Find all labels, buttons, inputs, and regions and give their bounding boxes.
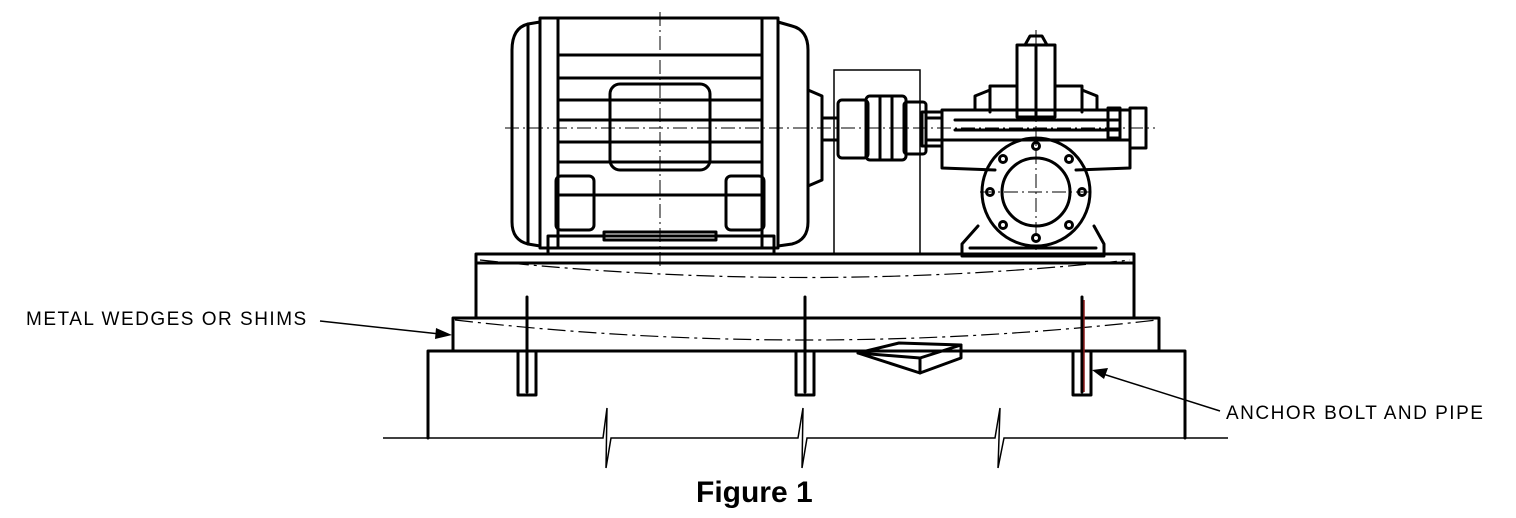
flange-bolts <box>985 141 1087 243</box>
coupling-guard <box>833 69 921 255</box>
metal-wedge <box>856 341 963 375</box>
anchor-bolt-center <box>794 295 816 397</box>
anchor-bolt-label: ANCHOR BOLT AND PIPE <box>1226 403 1485 424</box>
electric-motor <box>510 16 840 256</box>
anchor-bolt-left <box>516 295 538 397</box>
split-case-pump <box>920 34 1148 258</box>
anchor-bolt-right <box>1071 295 1093 397</box>
leader-shims <box>319 320 452 339</box>
shims-label: METAL WEDGES OR SHIMS <box>26 309 308 330</box>
centerlines <box>505 12 1155 270</box>
figure-caption: Figure 1 <box>696 476 813 509</box>
leader-anchor <box>1092 368 1221 412</box>
